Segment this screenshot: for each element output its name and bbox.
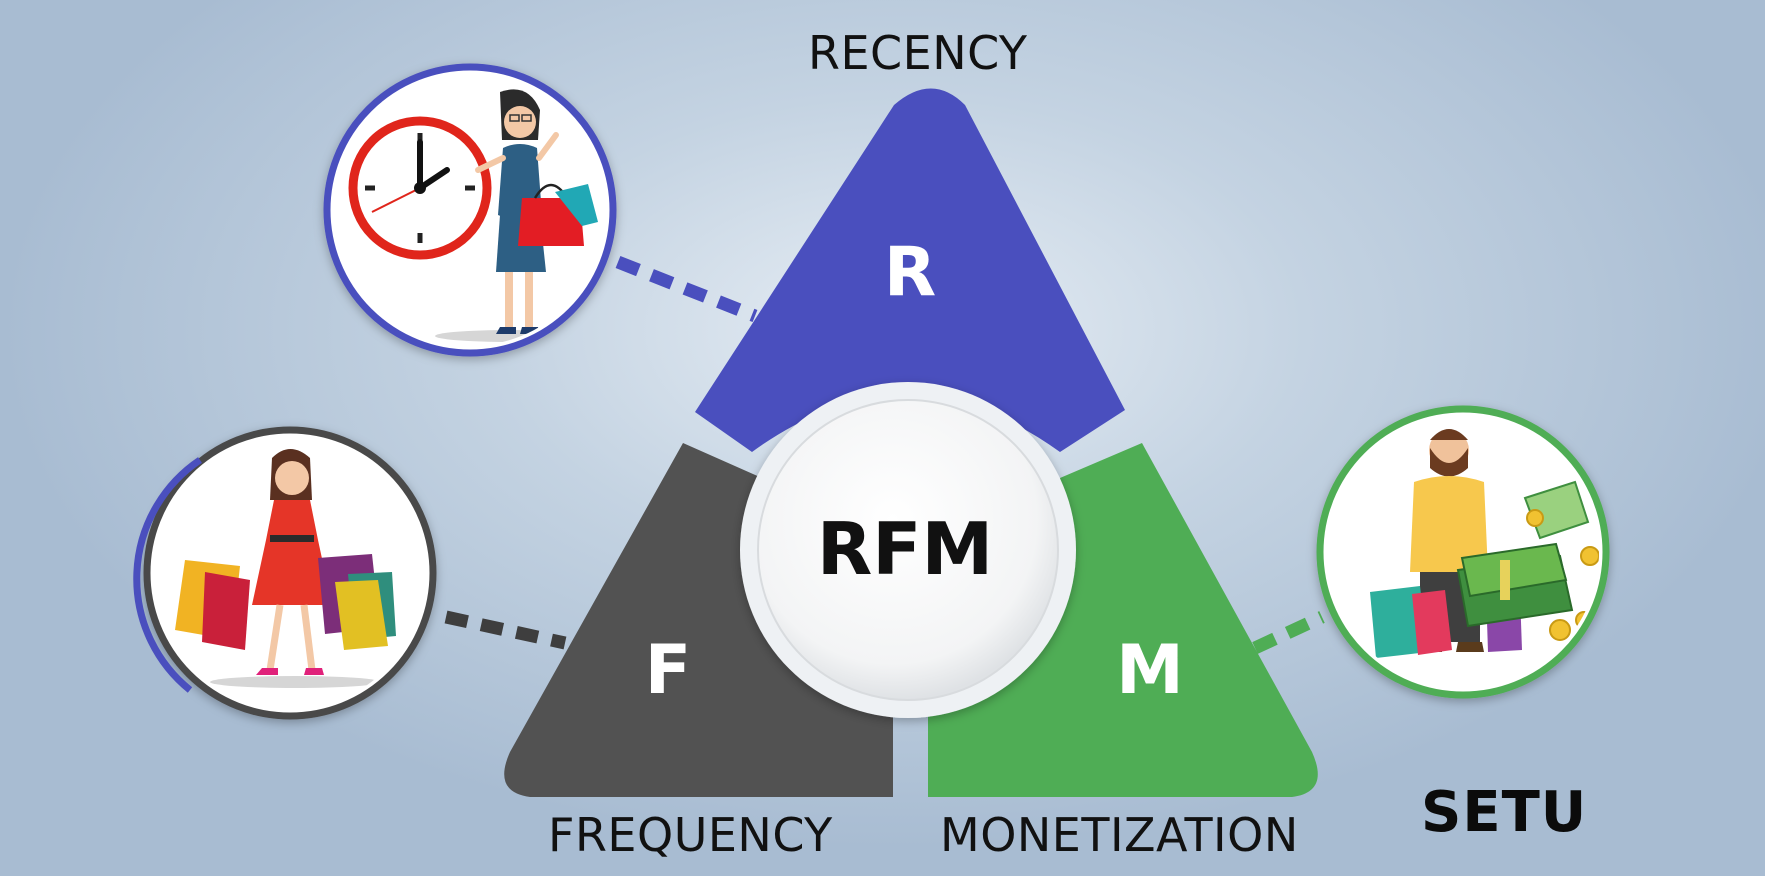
monetization-connector (1252, 611, 1325, 654)
monetization-label: MONETIZATION (940, 808, 1299, 862)
frequency-label: FREQUENCY (548, 808, 833, 862)
frequency-illustration (133, 426, 437, 720)
recency-illustration (323, 63, 617, 357)
recency-label: RECENCY (808, 26, 1028, 80)
money-man-icon (1370, 429, 1599, 658)
frequency-letter: F (645, 631, 691, 710)
recency-letter: R (884, 233, 936, 312)
shopper-woman-icon (475, 89, 598, 334)
brand-logo: SETU (1421, 780, 1588, 845)
frequency-connector (444, 610, 567, 650)
recency-connector (615, 255, 758, 323)
monetization-segment (928, 443, 1318, 797)
center-disc (757, 399, 1059, 701)
monetization-illustration (1316, 405, 1610, 699)
frequency-segment (504, 443, 893, 797)
monetization-letter: M (1116, 631, 1184, 710)
shopping-bags-woman-icon (175, 449, 396, 675)
clock-icon (348, 116, 492, 260)
recency-segment (695, 88, 1125, 452)
center-label: RFM (817, 507, 993, 591)
